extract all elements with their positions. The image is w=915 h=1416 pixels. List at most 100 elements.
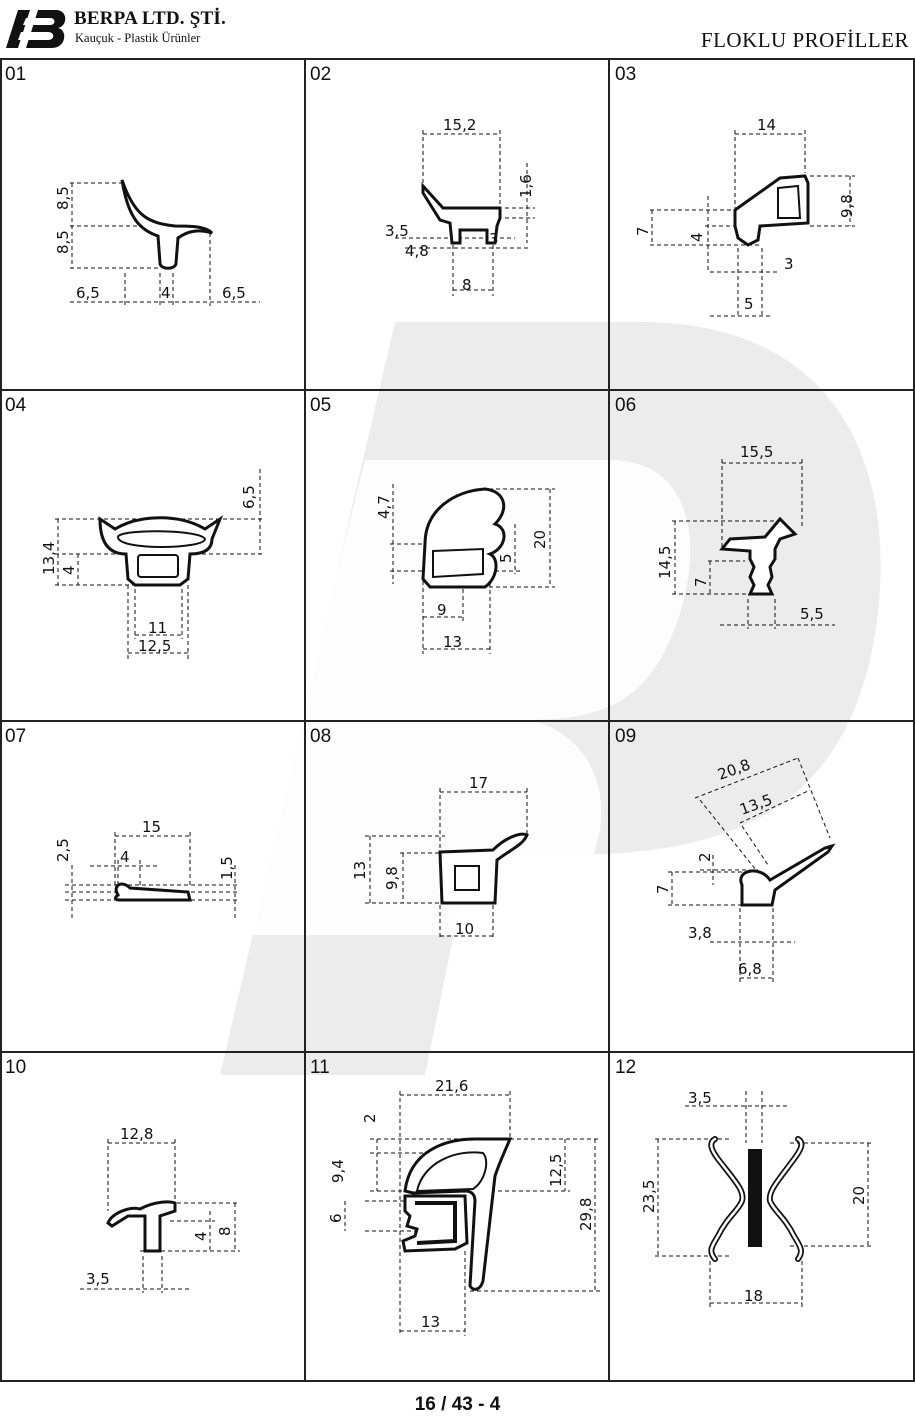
dimension-label: 8,5 xyxy=(54,230,72,254)
page-header: BERPA LTD. ŞTİ. Kauçuk - Plastik Ürünler… xyxy=(0,0,915,60)
profile-number: 12 xyxy=(615,1057,637,1078)
profile-cell-10: 10 12,8 8 4 3,5 xyxy=(0,1051,305,1382)
dimension-label: 23,5 xyxy=(640,1180,658,1213)
dimension-label: 1,5 xyxy=(218,856,236,880)
dimension-label: 9,8 xyxy=(383,866,401,890)
profile-cell-09: 09 20,8 13,5 2 7 3,8 6,8 xyxy=(610,720,915,1051)
dimension-label: 7 xyxy=(634,226,652,236)
dimension-label: 2 xyxy=(696,852,714,862)
profile-drawing: 12,8 8 4 3,5 xyxy=(80,1125,240,1293)
dimension-label: 14,5 xyxy=(656,546,674,579)
profile-cell-04: 04 6,5 13,4 4 11 12,5 xyxy=(0,389,305,720)
profile-cell-08: 08 17 13 9,8 10 xyxy=(305,720,610,1051)
dimension-label: 13 xyxy=(443,633,462,651)
dimension-label: 8 xyxy=(462,276,472,294)
dimension-label: 4 xyxy=(60,565,78,575)
profile-drawing: 2,5 15 4 1,5 xyxy=(54,818,240,920)
dimension-label: 12,8 xyxy=(120,1125,153,1143)
page-number: 16 / 43 - 4 xyxy=(414,1394,501,1415)
dimension-label: 4 xyxy=(120,848,130,866)
dimension-label: 4,8 xyxy=(405,242,429,260)
profile-cell-01: 01 8,5 8,5 6,5 4 6,5 xyxy=(0,58,305,389)
dimension-label: 13,5 xyxy=(737,790,775,818)
dimension-label: 4 xyxy=(192,1231,210,1241)
dimension-label: 11 xyxy=(148,619,167,637)
profile-grid xyxy=(0,58,915,1382)
dimension-label: 2,5 xyxy=(54,838,72,862)
profile-drawing: 20,8 13,5 2 7 3,8 6,8 xyxy=(654,755,836,982)
dimension-label: 3 xyxy=(489,230,499,248)
dimension-label: 20 xyxy=(850,1186,868,1205)
dimension-label: 7 xyxy=(654,884,672,894)
profile-cell-03: 03 14 9,8 7 4 3 5 xyxy=(610,58,915,389)
dimension-label: 2 xyxy=(361,1113,379,1123)
profile-drawing: 14 9,8 7 4 3 5 xyxy=(634,116,856,317)
profile-number: 06 xyxy=(615,395,637,416)
dimension-label: 4,7 xyxy=(375,495,393,519)
dimension-label: 29,8 xyxy=(577,1198,595,1231)
dimension-label: 3 xyxy=(784,255,794,273)
profile-number: 05 xyxy=(310,395,332,416)
dimension-label: 12,5 xyxy=(138,637,171,655)
profile-number: 09 xyxy=(615,726,637,747)
dimension-label: 7 xyxy=(692,577,710,587)
profile-number: 11 xyxy=(310,1057,330,1078)
profile-number: 10 xyxy=(5,1057,27,1078)
page-category-title: FLOKLU PROFİLLER xyxy=(700,28,909,52)
dimension-label: 13 xyxy=(351,861,369,880)
dimension-label: 8,5 xyxy=(54,186,72,210)
dimension-label: 13,4 xyxy=(40,542,58,575)
profile-number: 07 xyxy=(5,726,27,747)
dimension-label: 18 xyxy=(744,1287,763,1305)
dimension-label: 3,5 xyxy=(385,222,409,240)
dimension-label: 4 xyxy=(161,284,171,302)
dimension-label: 17 xyxy=(469,774,488,792)
dimension-label: 3,5 xyxy=(688,1089,712,1107)
profile-drawing: 17 13 9,8 10 xyxy=(351,774,529,940)
profile-drawing: 21,6 2 9,4 12,5 6 29,8 13 xyxy=(327,1077,600,1336)
dimension-label: 5 xyxy=(744,295,754,313)
profile-number: 04 xyxy=(5,395,27,416)
profile-cell-06: 06 15,5 14,5 7 5,5 xyxy=(610,389,915,720)
dimension-label: 1,6 xyxy=(517,174,535,198)
dimension-label: 6,5 xyxy=(240,485,258,509)
dimension-label: 6,5 xyxy=(76,284,100,302)
profile-drawing: 15,5 14,5 7 5,5 xyxy=(656,443,835,629)
profile-drawing: 6,5 13,4 4 11 12,5 xyxy=(40,469,265,659)
dimension-label: 8 xyxy=(216,1226,234,1236)
dimension-label: 9,8 xyxy=(838,194,856,218)
profile-number: 03 xyxy=(615,64,637,85)
dimension-label: 12,5 xyxy=(547,1154,565,1187)
dimension-label: 5,5 xyxy=(800,605,824,623)
profile-number: 08 xyxy=(310,726,332,747)
profile-cell-12: 12 3,5 23,5 20 18 xyxy=(610,1051,915,1382)
profile-drawing: 3,5 23,5 20 18 xyxy=(640,1089,872,1309)
dimension-label: 6,5 xyxy=(222,284,246,302)
dimension-label: 3,5 xyxy=(86,1270,110,1288)
profile-cell-02: 02 15,2 1,6 3,5 4,8 3 8 xyxy=(305,58,610,389)
dimension-label: 13 xyxy=(421,1313,440,1331)
dimension-label: 10 xyxy=(455,920,474,938)
profile-number: 01 xyxy=(5,64,27,85)
profile-drawing: 15,2 1,6 3,5 4,8 3 8 xyxy=(385,116,535,296)
dimension-label: 5 xyxy=(497,553,515,563)
company-name: BERPA LTD. ŞTİ. xyxy=(74,8,226,29)
profile-cell-11: 11 21,6 2 9,4 12,5 6 29,8 13 xyxy=(305,1051,610,1382)
dimension-label: 20,8 xyxy=(715,755,753,783)
profile-cell-07: 07 2,5 15 4 1,5 xyxy=(0,720,305,1051)
profile-cell-05: 05 4,7 20 5 9 13 xyxy=(305,389,610,720)
dimension-label: 14 xyxy=(757,116,776,134)
bp-logo-icon xyxy=(6,10,66,48)
profile-drawing: 8,5 8,5 6,5 4 6,5 xyxy=(54,179,260,306)
profile-number: 02 xyxy=(310,64,332,85)
company-tagline: Kauçuk - Plastik Ürünler xyxy=(75,31,201,45)
dimension-label: 4 xyxy=(688,232,706,242)
dimension-label: 9 xyxy=(437,601,447,619)
dimension-label: 3,8 xyxy=(688,924,712,942)
dimension-label: 15,5 xyxy=(740,443,773,461)
dimension-label: 15,2 xyxy=(443,116,476,134)
dimension-label: 21,6 xyxy=(435,1077,468,1095)
dimension-label: 15 xyxy=(142,818,161,836)
dimension-label: 9,4 xyxy=(329,1159,347,1183)
dimension-label: 6,8 xyxy=(738,960,762,978)
